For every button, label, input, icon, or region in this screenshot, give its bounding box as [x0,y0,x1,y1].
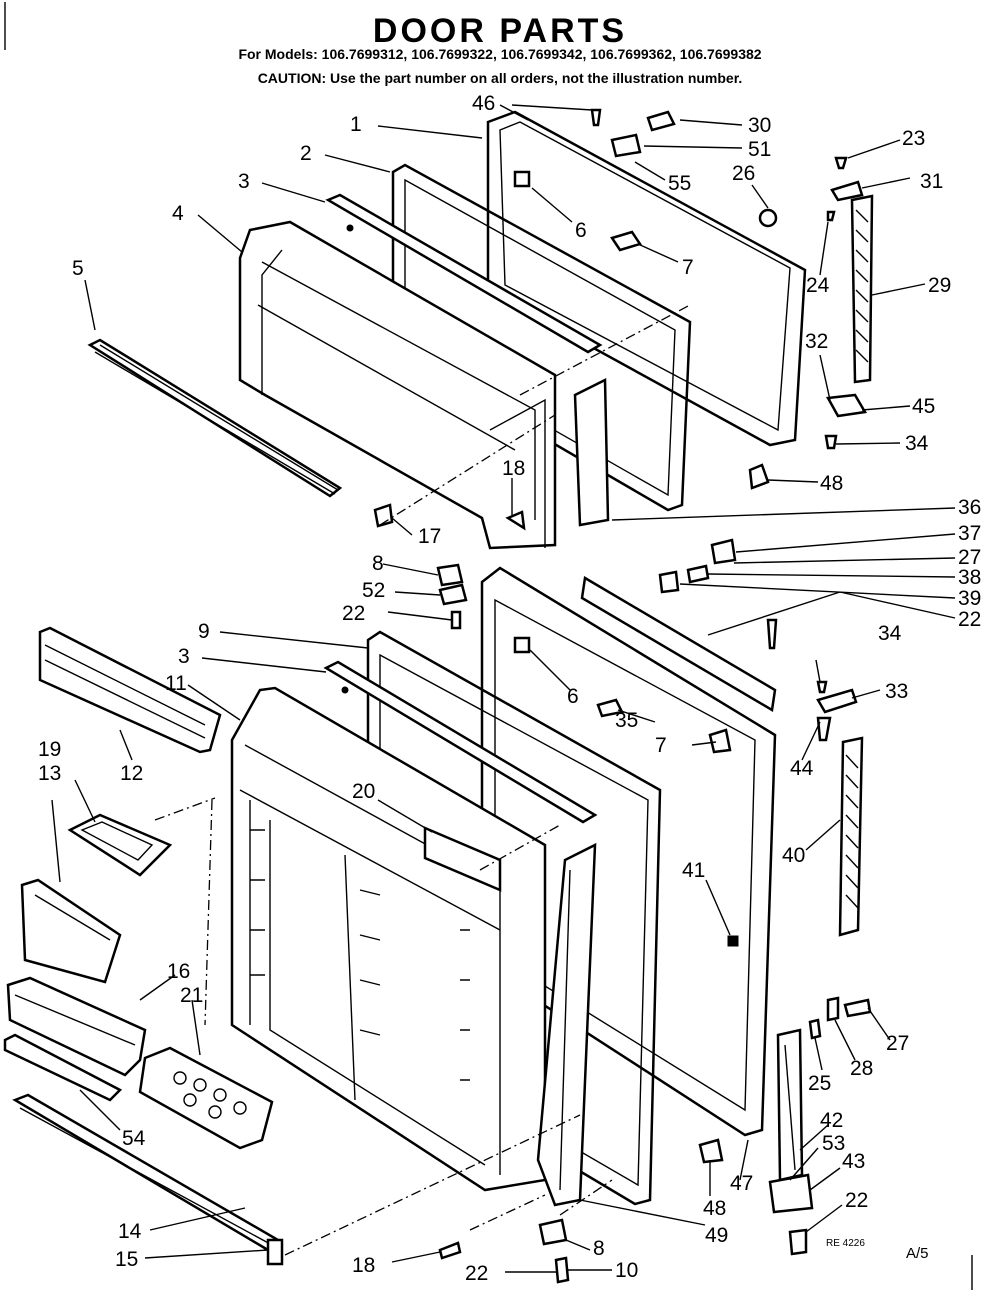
callout-33: 33 [885,680,908,703]
callout-37: 37 [958,522,981,545]
food-door-handle [536,842,597,1207]
callout-11: 11 [165,672,187,695]
freezer-shelf-rail [87,338,343,498]
callout-3: 3 [238,170,250,193]
callout-48: 48 [820,472,843,495]
caution-line: CAUTION: Use the part number on all orde… [257,70,743,86]
callout-8: 8 [372,552,384,575]
callout-39: 39 [958,587,981,610]
alignment-lines [154,304,691,1256]
dairy-compartment-door [38,626,222,754]
callout-34: 34 [905,432,929,455]
callout-25: 25 [808,1072,831,1095]
callout-48b: 48 [703,1197,726,1220]
callout-30: 30 [748,114,771,137]
callout-44: 44 [790,757,814,780]
callout-18: 18 [502,457,525,480]
callout-34b: 34 [878,622,902,645]
callout-8b: 8 [593,1237,605,1260]
callout-26: 26 [732,162,755,185]
callout-27: 27 [958,546,981,569]
callout-27b: 27 [886,1032,909,1055]
callout-22d: 22 [465,1262,488,1285]
callout-15: 15 [115,1248,138,1271]
callout-52: 52 [362,579,385,602]
door-bin [6,976,147,1077]
callout-1: 1 [350,113,362,136]
callout-35: 35 [615,709,638,732]
callout-16: 16 [167,960,190,983]
callout-38: 38 [958,566,981,589]
food-door-liner [230,686,547,1192]
callout-32: 32 [805,330,828,353]
callout-55: 55 [668,172,691,195]
callout-47: 47 [730,1172,753,1195]
drawing-code: RE 4226 [826,1238,865,1249]
callout-14: 14 [118,1220,142,1243]
food-door-hardware [436,538,778,1284]
callout-22c: 22 [845,1189,868,1212]
callout-54: 54 [122,1127,146,1150]
callout-19: 19 [38,738,61,761]
egg-tray [138,1046,274,1150]
callout-21: 21 [180,984,203,1007]
callout-10: 10 [615,1259,638,1282]
callout-3b: 3 [178,645,190,668]
callout-40: 40 [782,844,805,867]
callout-2: 2 [300,142,312,165]
door-shelf-front [20,878,122,984]
callout-49: 49 [705,1224,728,1247]
callout-23: 23 [902,127,925,150]
callout-45: 45 [912,395,935,418]
callout-numbers: 1 2 3 4 5 46 30 51 55 6 7 26 23 31 24 29… [38,92,981,1285]
callout-43: 43 [842,1150,865,1173]
bottom-trim-strip [12,1093,284,1266]
callout-53: 53 [822,1132,845,1155]
callout-4: 4 [172,202,184,225]
freezer-breaker-strip [325,193,603,354]
callout-51: 51 [748,138,771,161]
food-breaker-strip [323,660,598,824]
models-line: For Models: 106.7699312, 106.7699322, 10… [238,46,762,62]
butter-compartment [67,813,173,877]
callout-leaders [51,104,956,1273]
callout-28: 28 [850,1057,873,1080]
callout-6: 6 [575,219,587,242]
page-number: A/5 [906,1245,929,1262]
callout-29: 29 [928,274,951,297]
callout-24: 24 [806,274,830,297]
callout-12: 12 [120,762,143,785]
callout-36: 36 [958,496,981,519]
freezer-hardware [373,108,778,531]
callout-42: 42 [820,1109,843,1132]
diagram-title: DOOR PARTS [372,12,628,50]
callout-7b: 7 [655,734,667,757]
callout-5: 5 [72,257,84,280]
callout-6b: 6 [567,685,579,708]
callout-9: 9 [198,620,210,643]
callout-7: 7 [682,256,694,279]
callout-22: 22 [958,608,981,631]
callout-31: 31 [920,170,943,193]
door-shelf-rail [3,1033,123,1102]
callout-46: 46 [472,92,495,115]
callout-22b: 22 [342,602,365,625]
callout-18b: 18 [352,1254,375,1277]
callout-41: 41 [682,859,705,882]
callout-17: 17 [418,525,441,548]
callout-13: 13 [38,762,61,785]
freezer-door-liner [238,220,610,550]
callout-20: 20 [352,780,375,803]
lower-right-hinge-parts [768,680,872,1256]
upper-right-hinge-parts [824,156,874,450]
